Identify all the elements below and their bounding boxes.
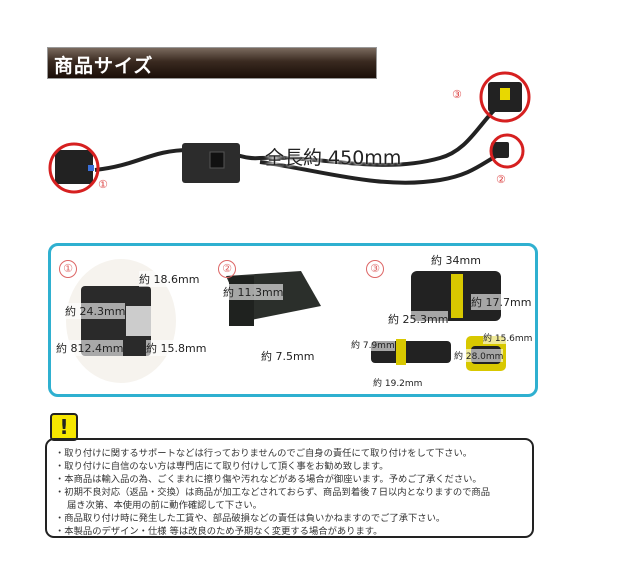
dim-label: 約 24.3mm <box>65 303 126 319</box>
dim-label: 約 7.9mm <box>351 338 395 351</box>
dim-label: 約 19.2mm <box>373 376 423 389</box>
part-1-number: ① <box>59 260 77 278</box>
marker-1: ① <box>98 178 108 191</box>
connector-2 <box>491 142 509 158</box>
connector-1 <box>55 150 93 184</box>
marker-3: ③ <box>452 88 462 101</box>
notice-line: ・取り付けに自信のない方は専門店にて取り付けして頂く事をお勧め致します。 <box>55 461 389 472</box>
section-header: 商品サイズ <box>47 47 377 79</box>
dim-label: 約 25.3mm <box>388 311 449 327</box>
dim-label: 約 7.5mm <box>261 348 315 364</box>
dim-label: 約 15.8mm <box>146 340 207 356</box>
dim-label: 約 18.6mm <box>139 271 200 287</box>
notice-line: ・商品取り付け時に発生した工賃や、部品破損などの責任は負いかねますのでご了承下さ… <box>55 513 446 524</box>
dim-label: 約 28.0mm <box>454 349 504 362</box>
section-title: 商品サイズ <box>54 55 154 77</box>
dim-label: 約 11.3mm <box>223 284 284 300</box>
cable-overview-image <box>48 71 531 194</box>
total-length-label: 全長約 450mm <box>265 147 402 169</box>
notice-box: ・取り付けに関するサポートなどは行っておりませんのでご自身の責任にて取り付けをし… <box>45 438 534 538</box>
dim-label: 約 812.4mm <box>56 340 124 356</box>
marker-2: ② <box>496 173 506 186</box>
notice-line: ・取り付けに関するサポートなどは行っておりませんのでご自身の責任にて取り付けをし… <box>55 448 473 459</box>
notice-line: ・本製品のデザイン・仕様 等は改良のため予期なく変更する場合があります。 <box>55 526 383 537</box>
dim-label: 約 34mm <box>431 252 481 268</box>
part-3-number: ③ <box>366 260 384 278</box>
spec-panel: ① ② ③ 約 18.6mm 約 24.3mm 約 812.4mm 約 15.8… <box>48 243 538 397</box>
notice-line: 届き次第、本使用の前に動作確認して下さい。 <box>67 500 262 511</box>
dim-label: 約 17.7mm <box>471 294 532 310</box>
warning-exclamation-icon: ! <box>50 413 78 441</box>
notice-line: ・初期不良対応（返品・交換）は商品が加工などされておらず、商品到着後７日以内とな… <box>55 487 491 498</box>
notice-line: ・本商品は輸入品の為、ごくまれに擦り傷や汚れなどがある場合が御座います。予めご了… <box>55 474 482 485</box>
part-2-number: ② <box>218 260 236 278</box>
dim-label: 約 15.6mm <box>483 331 533 344</box>
